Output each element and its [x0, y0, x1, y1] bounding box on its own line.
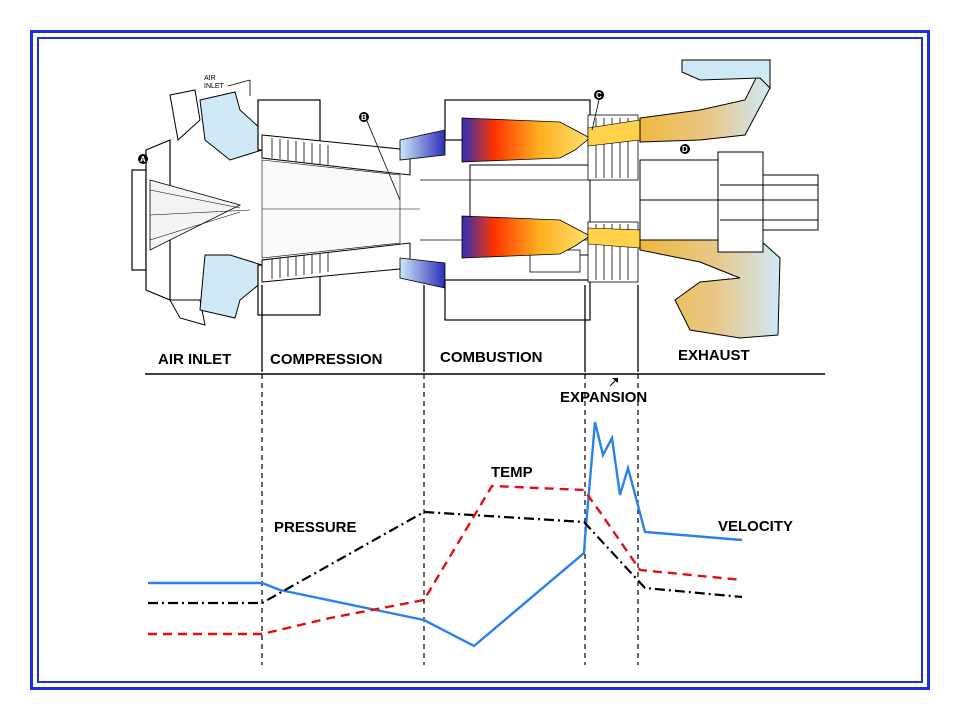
inner-frame: [37, 37, 923, 683]
air-inlet-callout-line1: AIR: [204, 75, 216, 82]
marker-c: C: [591, 90, 604, 131]
combustion-flame-upper: [461, 117, 591, 163]
outer-frame: [30, 30, 930, 690]
velocity-curve: [148, 421, 743, 648]
velocity-label: VELOCITY: [718, 518, 793, 535]
combustion-flame-lower: [461, 215, 591, 259]
stage-expansion: EXPANSION: [560, 389, 647, 406]
pressure-label: PRESSURE: [274, 519, 357, 536]
output-shaft: [639, 151, 819, 253]
marker-a: A: [138, 154, 148, 164]
inlet-housing: [131, 89, 251, 326]
diffuser-upper: [399, 129, 446, 161]
temp-label: TEMP: [491, 464, 533, 481]
dashed-dividers: [261, 374, 639, 665]
engine-cutaway: AIR INLET: [131, 58, 819, 339]
stage-compression: COMPRESSION: [270, 351, 383, 368]
svg-text:C: C: [596, 91, 602, 100]
pressure-curve: [148, 510, 743, 605]
diffuser-lower: [399, 257, 446, 289]
stage-exhaust: EXHAUST: [678, 347, 750, 364]
marker-d: D: [680, 144, 690, 154]
expansion-arrow-head: [612, 378, 618, 383]
stage-combustion: COMBUSTION: [440, 349, 543, 366]
svg-text:D: D: [682, 145, 688, 154]
inlet-air-lower: [199, 254, 263, 319]
air-inlet-callout-line2: INLET: [204, 83, 225, 90]
svg-text:B: B: [361, 113, 367, 122]
inlet-air-upper: [199, 91, 263, 161]
temp-curve: [148, 484, 743, 636]
exhaust-duct-upper-cap: [681, 59, 771, 90]
stage-dividers: [261, 285, 639, 372]
stage-air-inlet: AIR INLET: [158, 351, 231, 368]
marker-b: B: [359, 112, 401, 201]
compressor-section: [257, 99, 420, 316]
svg-text:A: A: [140, 155, 146, 164]
